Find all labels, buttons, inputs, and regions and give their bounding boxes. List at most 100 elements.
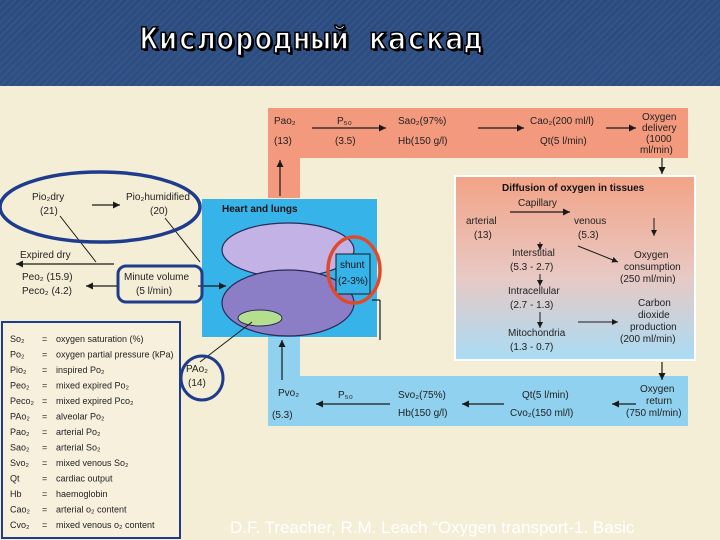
tissue-title: Diffusion of oxygen in tissues [502,183,645,194]
interstitial-label: Interstitial [512,248,555,259]
mitochondria-label: Mitochondria [508,328,566,339]
intracellular-label: Intracellular [508,286,560,297]
legend-abbr: Qt [10,474,20,484]
co2-production-line-1: Carbon [638,298,671,309]
oxygen-return-line-1: Oxygen [640,384,674,395]
arterial-band [268,108,688,158]
legend-abbr: Peo₂ [10,381,30,391]
cao2-label: Cao₂(200 ml/l) [530,116,594,127]
pao2-label: Pao₂ [274,116,296,127]
pao2-value: (13) [274,136,292,147]
peco2-label: Peco₂ (4.2) [22,286,72,297]
legend-description: arterial Po₂ [56,427,101,437]
legend-description: oxygen partial pressure (kPa) [56,350,174,360]
oxygen-consumption-line-2: consumption [624,262,681,273]
legend-abbr: So₂ [10,334,25,344]
pio2-dry-label: Pio₂dry [32,192,64,203]
legend-equals: = [42,474,47,484]
legend-rows: So₂ = oxygen saturation (%) Po₂ = oxygen part… [10,334,174,530]
legend-description: arterial So₂ [56,443,101,453]
legend-description: mixed venous o₂ content [56,520,155,530]
hb-label: Hb(150 g/l) [398,136,447,147]
oxygen-delivery-line-3: (1000 [646,134,672,145]
legend-equals: = [42,458,47,468]
legend-equals: = [42,396,47,406]
legend-equals: = [42,505,47,515]
co2-production-line-2: dioxide [638,310,670,321]
oxygen-return-line-3: (750 ml/min) [626,408,682,419]
interstitial-value: (5.3 - 2.7) [510,262,553,273]
oxygen-delivery-line-2: delivery [642,123,676,134]
shunt-value: (2-3%) [338,276,368,287]
citation: D.F. Treacher, R.M. Leach “Oxygen transp… [230,518,635,537]
annotation-box-minute-volume [116,264,204,304]
pio2-dry-value: (21) [40,206,58,217]
legend-description: inspired Po₂ [56,365,105,375]
arterial-left-strip [268,108,300,198]
legend-abbr: Cao₂ [10,505,31,515]
annotation-circle-alveolar [179,354,225,402]
shunt-label: shunt [340,260,365,271]
legend-description: alveolar Po₂ [56,412,105,422]
mitochondria-value: (1.3 - 0.7) [510,342,553,353]
legend-equals: = [42,427,47,437]
annotation-circle-pio2 [0,170,202,244]
pio2-humidified-value: (20) [150,206,168,217]
legend-description: mixed expired Po₂ [56,381,130,391]
legend-abbr: Svo₂ [10,458,30,468]
p50-value: (3.5) [335,136,356,147]
heart-ellipse [221,269,355,337]
legend-description: cardiac output [56,474,113,484]
alveolar-pao2-label: PAo₂ [186,364,208,375]
legend-abbr: Hb [10,489,22,499]
tissue-panel [454,175,696,361]
qt-label: Qt(5 l/min) [540,136,587,147]
venous-value: (5.3) [578,230,599,241]
heart-lungs-title: Heart and lungs [222,204,298,215]
co2-production-line-3: production [630,322,677,333]
sao2-label: Sao₂(97%) [398,116,446,127]
legend-description: oxygen saturation (%) [56,334,144,344]
legend-equals: = [42,489,47,499]
pio2-humidified-label: Pio₂humidified [126,192,190,203]
cvo2-label: Cvo₂(150 ml/l) [510,408,573,419]
venous-label: venous [574,216,606,227]
legend-abbr: Pao₂ [10,427,30,437]
legend-abbr: Po₂ [10,350,25,360]
minute-volume-value: (5 l/min) [136,286,172,297]
intracellular-value: (2.7 - 1.3) [510,300,553,311]
venous-band [268,376,688,426]
arterial-value: (13) [474,230,492,241]
peo2-label: Peo₂ (15.9) [22,272,73,283]
legend-abbr: Peco₂ [10,396,35,406]
legend-description: haemoglobin [56,489,108,499]
shunt-box [335,253,371,295]
oxygen-consumption-line-3: (250 ml/min) [620,274,676,285]
oxygen-delivery-line-1: Oxygen [642,112,676,123]
legend-equals: = [42,350,47,360]
oxygen-cascade-figure: Pao₂ (13) P₅₀ (3.5) Sao₂(97%) Hb(150 g/l… [0,86,720,540]
co2-production-line-4: (200 ml/min) [620,334,676,345]
legend-equals: = [42,412,47,422]
legend-equals: = [42,520,47,530]
legend-abbr: PAo₂ [10,412,30,422]
pvo2-value: (5.3) [272,410,293,421]
pvo2-label: Pvo₂ [278,388,299,399]
legend-box [1,321,181,539]
venous-hb-label: Hb(150 g/l) [398,408,447,419]
venous-p50-label: P₅₀ [338,390,353,401]
legend-equals: = [42,365,47,375]
p50-label: P₅₀ [337,116,352,127]
alveolar-pao2-value: (14) [188,378,206,389]
minute-volume-label: Minute volume [124,272,189,283]
legend-abbr: Cvo₂ [10,520,30,530]
annotation-circle-shunt [326,235,382,305]
legend-description: mixed expired Pco₂ [56,396,134,406]
legend-description: mixed venous So₂ [56,458,129,468]
oxygen-consumption-line-1: Oxygen [634,250,668,261]
legend-equals: = [42,334,47,344]
oxygen-return-line-2: return [646,396,672,407]
alveolus-ellipse [237,309,283,327]
legend-description: arterial o₂ content [56,505,127,515]
legend-equals: = [42,443,47,453]
